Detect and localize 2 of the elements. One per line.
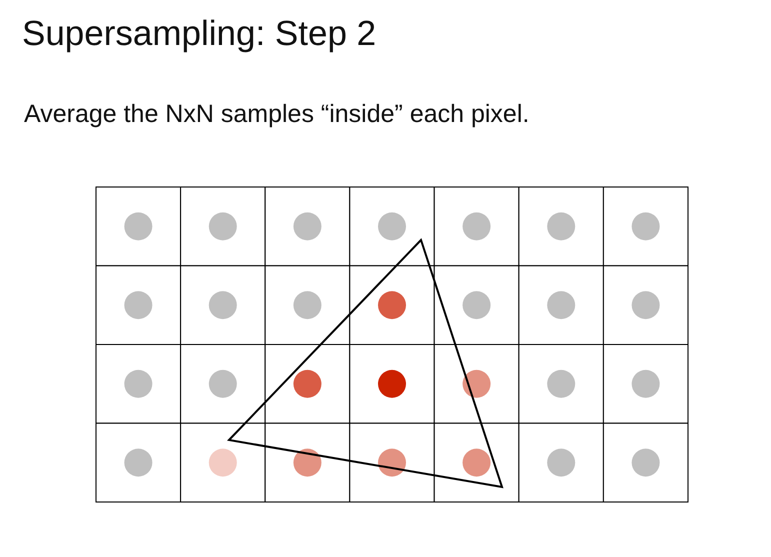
title: Supersampling: Step 2: [22, 14, 376, 54]
instruction-text: Average the NxN samples “inside” each pixel.: [24, 100, 530, 129]
